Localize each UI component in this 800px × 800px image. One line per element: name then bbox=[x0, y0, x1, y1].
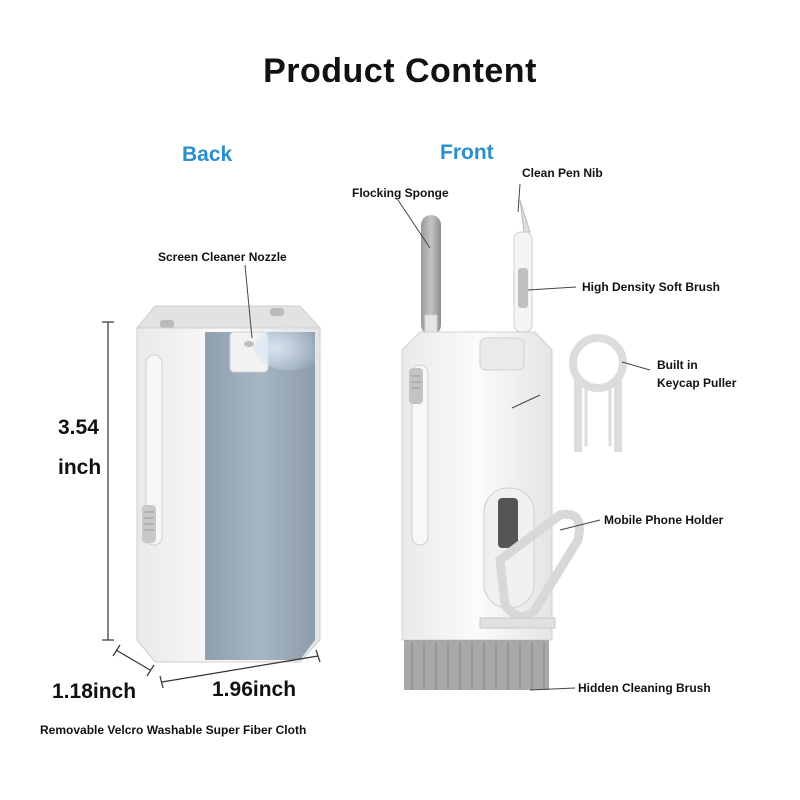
callout-clean-pen-nib: Clean Pen Nib bbox=[522, 166, 603, 180]
back-view-device bbox=[135, 305, 326, 663]
dimension-width: 1.96inch bbox=[212, 678, 297, 701]
dimension-height-unit: inch bbox=[58, 456, 102, 479]
nozzle-leader bbox=[244, 264, 253, 339]
front-view-label: Front bbox=[440, 141, 494, 164]
dimension-lines bbox=[102, 321, 321, 689]
callout-mobile-phone-holder: Mobile Phone Holder bbox=[604, 513, 724, 527]
front-view-device bbox=[401, 199, 584, 690]
callout-keycap-line1: Built in bbox=[657, 358, 698, 372]
keycap-puller bbox=[569, 334, 627, 452]
callout-removable-cloth: Removable Velcro Washable Super Fiber Cl… bbox=[40, 723, 307, 737]
callout-hidden-cleaning-brush: Hidden Cleaning Brush bbox=[578, 681, 711, 695]
callout-screen-cleaner-nozzle: Screen Cleaner Nozzle bbox=[158, 250, 287, 264]
callout-keycap-line2: Keycap Puller bbox=[657, 376, 737, 390]
callout-high-density-soft-brush: High Density Soft Brush bbox=[582, 280, 721, 294]
page-title: Product Content bbox=[263, 52, 537, 90]
back-view-label: Back bbox=[182, 143, 233, 166]
front-leader-lines bbox=[397, 183, 651, 691]
dimension-depth: 1.18inch bbox=[52, 680, 137, 703]
callout-flocking-sponge: Flocking Sponge bbox=[352, 186, 449, 200]
dimension-height-value: 3.54 bbox=[58, 416, 99, 439]
